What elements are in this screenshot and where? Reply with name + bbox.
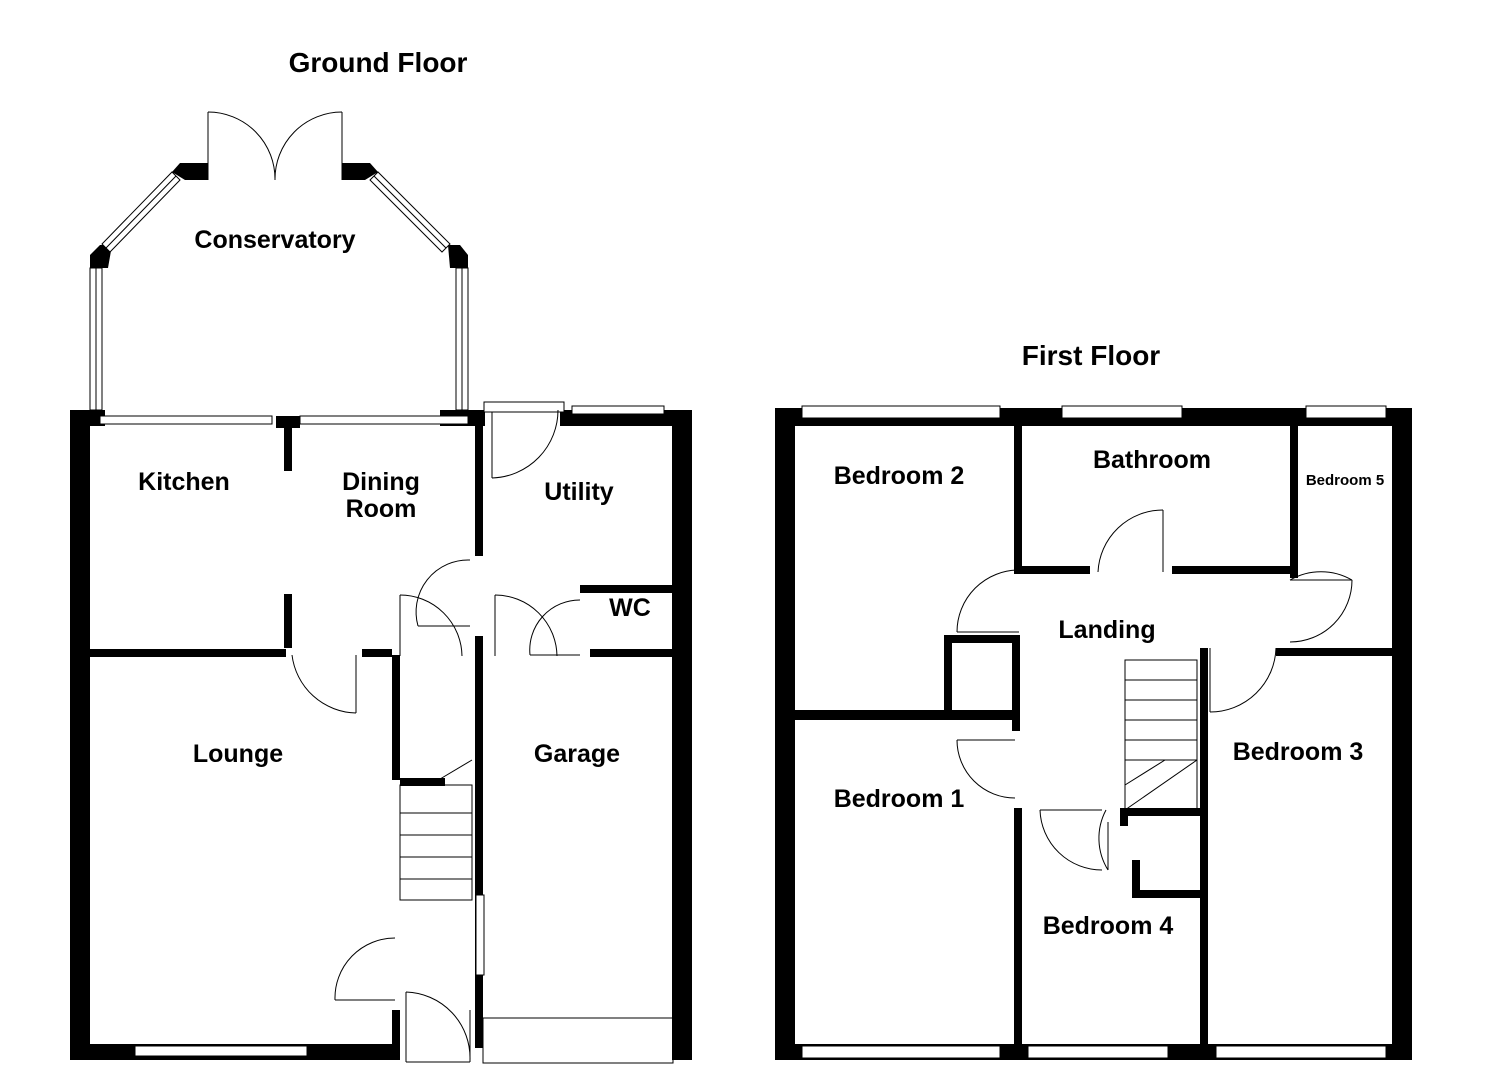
room-label-bedroom5: Bedroom 5 [1306,472,1384,489]
ground-wall-left [70,410,90,1060]
bedroom3-window [1215,1045,1387,1059]
kitchen-window [99,415,273,425]
dining-patio-door [299,415,469,425]
room-label-dining-line1: Dining [342,468,420,496]
hall-window [475,894,485,976]
first-wall-right [1392,408,1412,1060]
conservatory-post [448,245,468,268]
room-label-bedroom4: Bedroom 4 [1043,912,1174,940]
lounge-window [134,1045,308,1057]
garage-door [482,1017,674,1064]
room-label-garage: Garage [534,740,620,768]
utility-window [571,405,665,415]
room-label-utility: Utility [544,478,614,506]
first-stairs [1124,659,1198,811]
first-doors [956,509,1353,871]
conservatory-structure [89,111,469,411]
room-label-conservatory: Conservatory [194,226,355,254]
ground-wall-right [672,410,692,1060]
room-label-bathroom: Bathroom [1093,446,1211,474]
first-floor: First Floor [775,340,1412,1060]
french-doors [207,111,343,181]
bathroom-window [1061,405,1183,419]
room-label-bedroom3: Bedroom 3 [1233,738,1364,766]
conservatory-post [90,245,112,268]
bedroom1-window [801,1045,1001,1059]
utility-door-frame [483,401,565,413]
room-label-wc: WC [609,594,651,622]
bedroom5-window [1305,405,1387,419]
bedroom2-window [801,405,1001,419]
room-label-lounge: Lounge [193,740,283,768]
room-label-bedroom1: Bedroom 1 [834,785,965,813]
conservatory-post [172,163,208,180]
ground-doors [291,559,581,1063]
first-wall-left [775,408,795,1060]
ground-stairs [399,759,473,901]
room-label-dining-line2: Room [346,495,417,523]
ground-floor: Ground Floor [70,47,692,1064]
conservatory-post [342,163,378,180]
room-label-bedroom2: Bedroom 2 [834,462,965,490]
room-label-kitchen: Kitchen [138,468,230,496]
bedroom4-window [1027,1045,1169,1059]
first-floor-title: First Floor [1022,340,1161,371]
ground-floor-title: Ground Floor [289,47,468,78]
room-label-landing: Landing [1058,616,1155,644]
